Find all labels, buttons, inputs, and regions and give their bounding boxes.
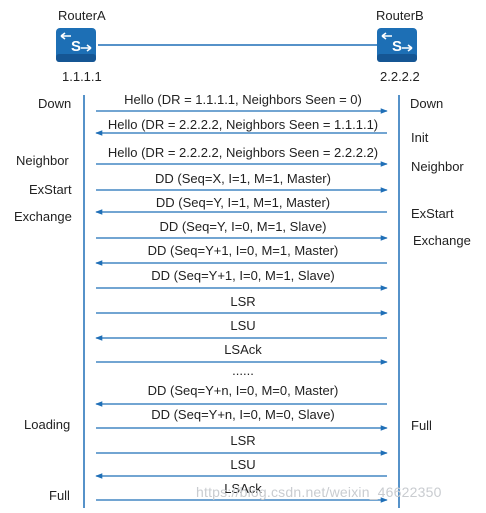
message-label: Hello (DR = 1.1.1.1, Neighbors Seen = 0): [124, 92, 362, 107]
left-state-exstart: ExStart: [29, 182, 72, 197]
message-label: DD (Seq=Y+n, I=0, M=0, Slave): [151, 407, 335, 422]
left-state-down: Down: [38, 96, 72, 111]
svg-text:S: S: [71, 38, 81, 55]
router-b-ip: 2.2.2.2: [380, 69, 420, 84]
router-b-name: RouterB: [376, 8, 424, 23]
svg-text:S: S: [392, 38, 402, 55]
message-label: DD (Seq=Y+1, I=0, M=1, Slave): [151, 268, 335, 283]
right-state-full: Full: [411, 418, 432, 433]
message-arrows: [95, 108, 388, 503]
message-label: LSU: [230, 457, 256, 472]
message-label: LSAck: [224, 481, 262, 496]
message-label: DD (Seq=Y, I=0, M=1, Slave): [159, 219, 327, 234]
router-b-icon: S: [377, 28, 417, 62]
message-label: Hello (DR = 2.2.2.2, Neighbors Seen = 1.…: [107, 117, 379, 132]
left-state-loading: Loading: [24, 417, 71, 432]
message-label: LSR: [230, 433, 256, 448]
right-state-exstart: ExStart: [411, 206, 454, 221]
right-state-neighbor: Neighbor: [411, 159, 464, 174]
right-state-down: Down: [410, 96, 444, 111]
left-state-full: Full: [49, 488, 70, 503]
watermark: https://blog.csdn.net/weixin_46622350: [196, 484, 442, 500]
ellipsis-label: ......: [232, 363, 254, 378]
message-label: LSAck: [224, 342, 262, 357]
message-label: Hello (DR = 2.2.2.2, Neighbors Seen = 2.…: [107, 145, 379, 160]
right-state-init: Init: [411, 130, 429, 145]
message-label: DD (Seq=Y+n, I=0, M=0, Master): [147, 383, 339, 398]
right-state-exchange: Exchange: [413, 233, 471, 248]
message-label: DD (Seq=Y, I=1, M=1, Master): [155, 195, 331, 210]
router-a-icon: S: [56, 28, 96, 62]
message-label: LSU: [230, 318, 256, 333]
left-state-neighbor: Neighbor: [16, 153, 69, 168]
message-label: DD (Seq=Y+1, I=0, M=1, Master): [147, 243, 339, 258]
router-a-name: RouterA: [58, 8, 106, 23]
left-state-exchange: Exchange: [14, 209, 72, 224]
router-a-ip: 1.1.1.1: [62, 69, 102, 84]
message-label: DD (Seq=X, I=1, M=1, Master): [155, 171, 331, 186]
message-label: LSR: [230, 294, 256, 309]
